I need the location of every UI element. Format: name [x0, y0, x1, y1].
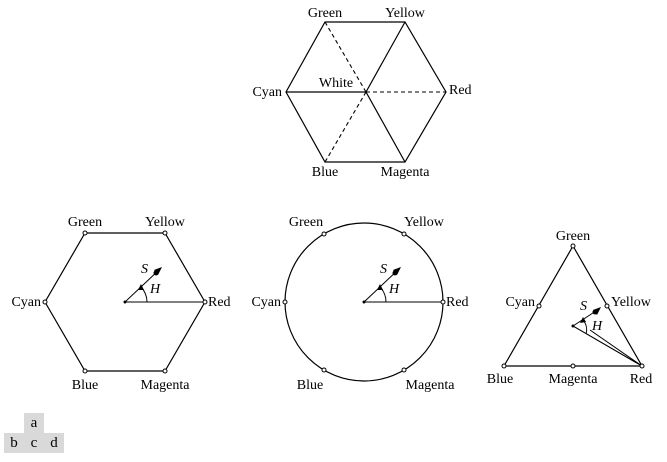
panel-key-c: c: [24, 433, 44, 453]
panel-key-d: d: [44, 433, 64, 453]
label-cyan: Cyan: [11, 295, 41, 310]
label-cyan: Cyan: [505, 295, 535, 310]
vertex-red: [202, 299, 208, 305]
label-green: Green: [556, 229, 590, 244]
panel-d-triangle-plane: Green Yellow Cyan Red Blue Magenta S H: [487, 229, 653, 387]
center-point: [123, 300, 127, 304]
point-yellow: [604, 303, 610, 309]
hidden-edge-blue: [324, 91, 367, 163]
saturation-arrowhead: [393, 267, 401, 275]
vertex-green: [82, 230, 88, 236]
vertex-blue: [82, 368, 88, 374]
vertex-yellow: [162, 230, 168, 236]
label-s: S: [580, 299, 587, 314]
label-blue: Blue: [72, 378, 98, 393]
panel-key-b: b: [4, 433, 24, 453]
hue-ref-line-2: [572, 325, 643, 367]
point-blue: [321, 367, 327, 373]
point-green: [321, 231, 327, 237]
label-green: Green: [289, 215, 323, 230]
label-blue: Blue: [297, 378, 323, 393]
point-yellow: [401, 231, 407, 237]
vertex-blue: [501, 363, 507, 369]
vertex-green: [570, 243, 576, 249]
point-magenta: [401, 367, 407, 373]
label-s: S: [380, 262, 387, 277]
label-yellow: Yellow: [145, 215, 186, 230]
label-red: Red: [630, 372, 653, 387]
vertex-cyan: [42, 299, 48, 305]
hue-arc-arrowhead: [377, 284, 383, 290]
panel-c-circle-plane: Green Yellow Cyan Red Blue Magenta S H: [251, 215, 468, 393]
label-magenta: Magenta: [141, 378, 191, 393]
vertex-red: [639, 363, 645, 369]
label-magenta: Magenta: [381, 165, 431, 180]
edge-yellow-white: [365, 21, 406, 93]
label-yellow: Yellow: [611, 295, 652, 310]
label-s: S: [141, 262, 148, 277]
panel-key-a: a: [24, 413, 44, 433]
label-yellow: Yellow: [385, 6, 426, 21]
label-h: H: [388, 282, 400, 297]
color-point: [592, 309, 598, 315]
label-white: White: [319, 76, 353, 91]
label-h: H: [149, 282, 161, 297]
point-cyan: [282, 299, 288, 305]
label-h: H: [591, 319, 603, 334]
label-green: Green: [68, 215, 102, 230]
label-cyan: Cyan: [251, 295, 281, 310]
color-point: [153, 270, 159, 276]
color-point: [392, 270, 398, 276]
edge-white-magenta: [365, 91, 406, 163]
label-yellow: Yellow: [404, 215, 445, 230]
saturation-arrowhead: [154, 267, 162, 275]
vertex-magenta: [162, 368, 168, 374]
point-magenta: [570, 363, 576, 369]
label-magenta: Magenta: [549, 372, 599, 387]
center-point: [362, 300, 366, 304]
panel-b-hexagon-plane: Green Yellow Cyan Red Blue Magenta S H: [11, 215, 230, 393]
point-cyan: [536, 303, 542, 309]
label-red: Red: [208, 295, 231, 310]
label-magenta: Magenta: [406, 378, 456, 393]
label-green: Green: [308, 6, 342, 21]
label-red: Red: [449, 83, 472, 98]
label-cyan: Cyan: [252, 85, 282, 100]
point-red: [440, 299, 446, 305]
hue-arc-arrowhead: [580, 317, 586, 323]
center-point: [571, 324, 575, 328]
label-red: Red: [446, 295, 469, 310]
hue-ray: [589, 329, 643, 367]
label-blue: Blue: [312, 165, 338, 180]
label-blue: Blue: [487, 372, 513, 387]
panel-a-hexagon: Green Yellow Cyan White Red Blue Magenta: [252, 6, 471, 180]
hue-arc-arrowhead: [138, 284, 144, 290]
